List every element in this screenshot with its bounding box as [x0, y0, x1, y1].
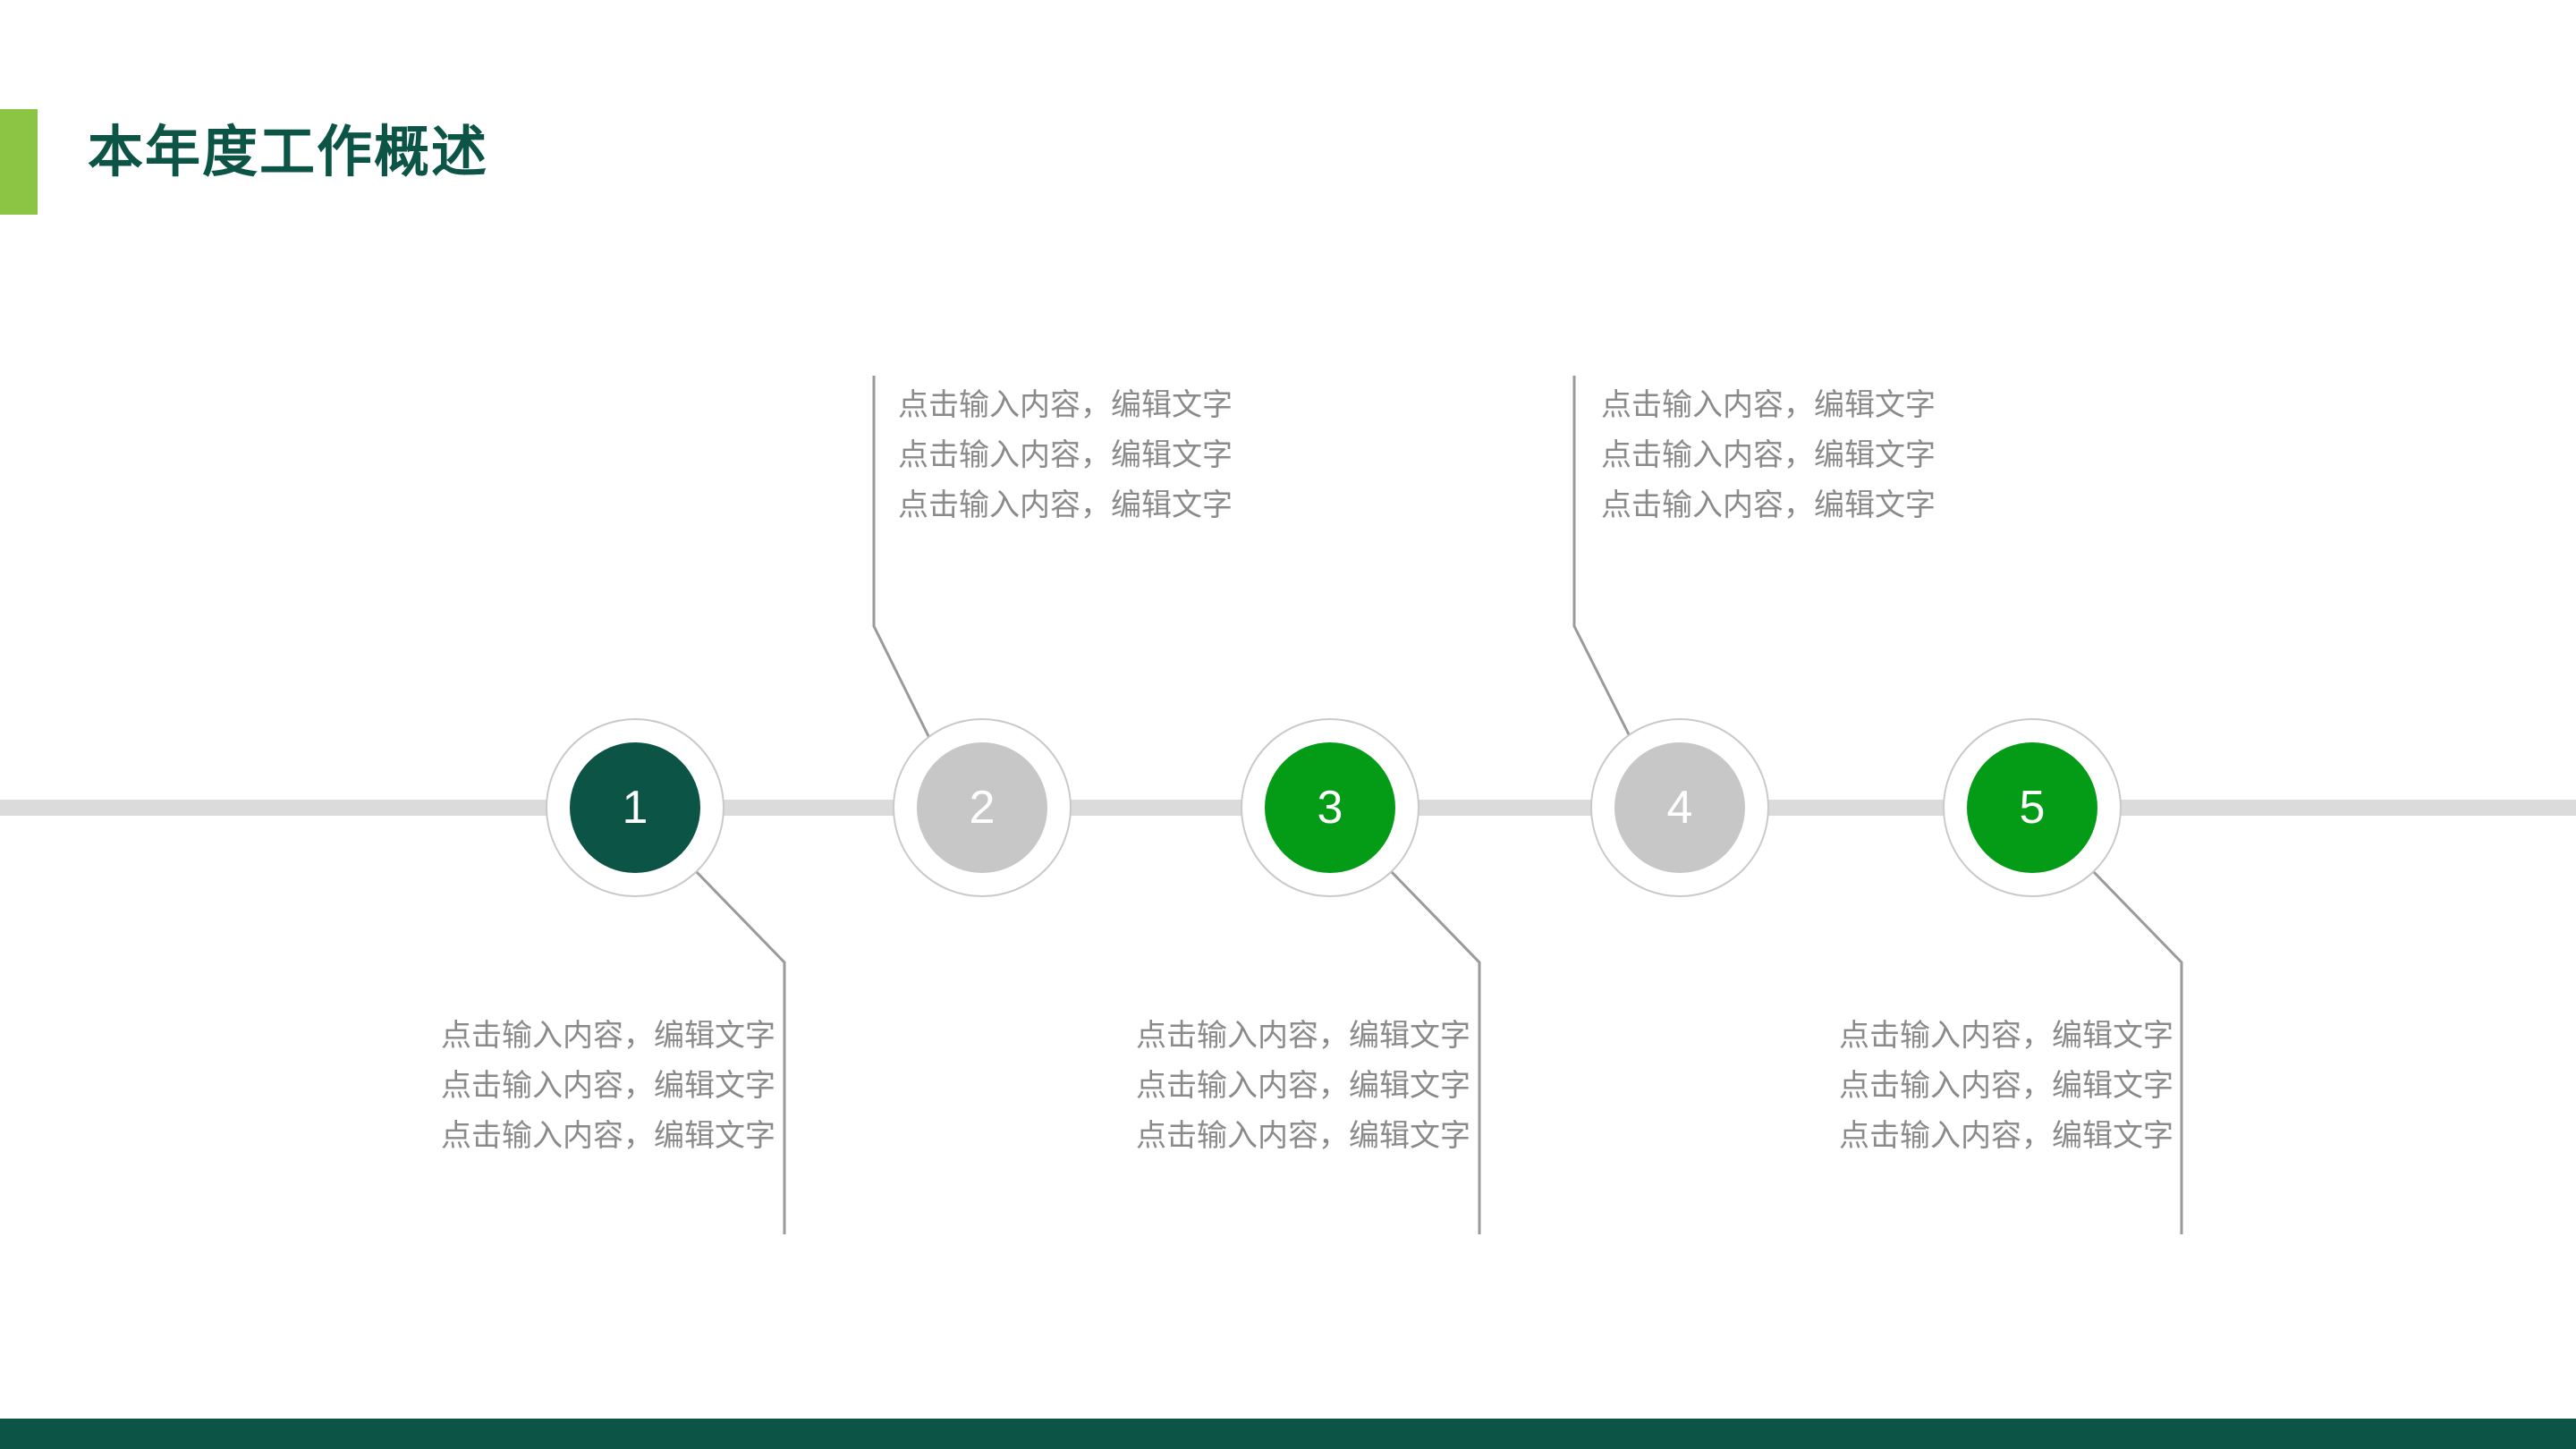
timeline-node-3-disc: 3: [1265, 742, 1395, 873]
timeline-text-5-line-1: 点击输入内容，编辑文字: [1839, 1019, 2174, 1053]
timeline-text-1-line-2: 点击输入内容，编辑文字: [441, 1069, 775, 1103]
timeline-node-4-disc: 4: [1614, 742, 1745, 873]
title-accent-bar: [0, 109, 38, 215]
timeline-text-5[interactable]: 点击输入内容，编辑文字 点击输入内容，编辑文字 点击输入内容，编辑文字: [1664, 1011, 2174, 1161]
timeline-text-2-line-2: 点击输入内容，编辑文字: [898, 438, 1233, 472]
timeline-node-2[interactable]: 2: [893, 718, 1072, 897]
timeline-node-1-disc: 1: [570, 742, 700, 873]
timeline-text-4[interactable]: 点击输入内容，编辑文字 点击输入内容，编辑文字 点击输入内容，编辑文字: [1601, 380, 2111, 530]
timeline-node-2-disc: 2: [917, 742, 1047, 873]
timeline-node-4[interactable]: 4: [1590, 718, 1769, 897]
timeline-text-1-line-3: 点击输入内容，编辑文字: [441, 1119, 775, 1153]
timeline-text-2[interactable]: 点击输入内容，编辑文字 点击输入内容，编辑文字 点击输入内容，编辑文字: [898, 380, 1408, 530]
timeline-text-3[interactable]: 点击输入内容，编辑文字 点击输入内容，编辑文字 点击输入内容，编辑文字: [961, 1011, 1470, 1161]
timeline-text-4-line-3: 点击输入内容，编辑文字: [1601, 488, 1936, 522]
timeline-text-3-line-3: 点击输入内容，编辑文字: [1136, 1119, 1470, 1153]
timeline-node-3[interactable]: 3: [1241, 718, 1419, 897]
timeline-text-4-line-2: 点击输入内容，编辑文字: [1601, 438, 1936, 472]
timeline-text-5-line-2: 点击输入内容，编辑文字: [1839, 1069, 2174, 1103]
timeline-text-3-line-2: 点击输入内容，编辑文字: [1136, 1069, 1470, 1103]
timeline-text-5-line-3: 点击输入内容，编辑文字: [1839, 1119, 2174, 1153]
timeline-node-2-number: 2: [969, 782, 996, 834]
timeline-node-1[interactable]: 1: [546, 718, 724, 897]
timeline-node-5-disc: 5: [1967, 742, 2097, 873]
timeline-text-2-line-1: 点击输入内容，编辑文字: [898, 388, 1233, 422]
timeline-text-3-line-1: 点击输入内容，编辑文字: [1136, 1019, 1470, 1053]
timeline-text-2-line-3: 点击输入内容，编辑文字: [898, 488, 1233, 522]
page-title: 本年度工作概述: [88, 122, 489, 183]
timeline-node-4-number: 4: [1666, 782, 1693, 834]
footer-bar: [0, 1419, 2576, 1449]
timeline-text-1-line-1: 点击输入内容，编辑文字: [441, 1019, 775, 1053]
timeline-node-1-number: 1: [622, 782, 648, 834]
timeline-node-5[interactable]: 5: [1943, 718, 2122, 897]
timeline-node-5-number: 5: [2019, 782, 2046, 834]
timeline-text-1[interactable]: 点击输入内容，编辑文字 点击输入内容，编辑文字 点击输入内容，编辑文字: [266, 1011, 775, 1161]
timeline-node-3-number: 3: [1317, 782, 1343, 834]
timeline-text-4-line-1: 点击输入内容，编辑文字: [1601, 388, 1936, 422]
